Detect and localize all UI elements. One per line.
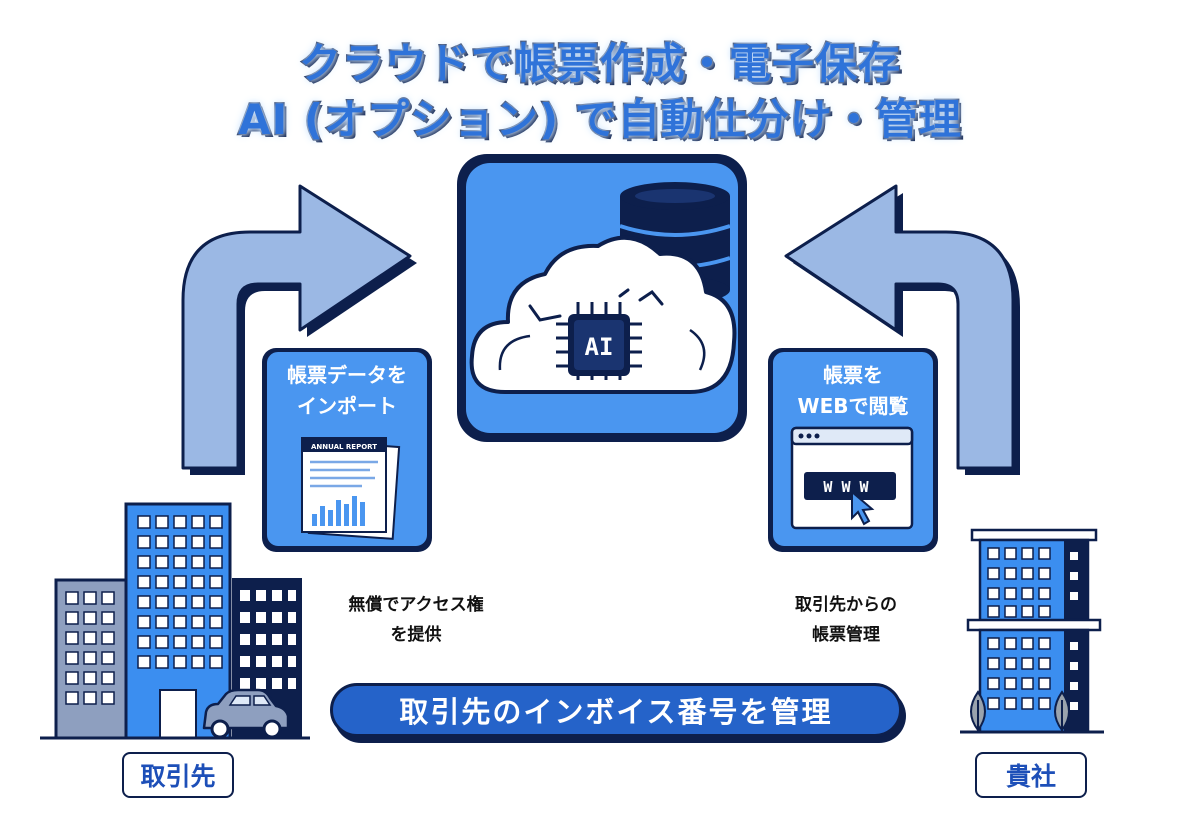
document-management-caption-line-2: 帳票管理 [812,625,880,645]
document-management-caption: 取引先からの 帳票管理 [736,590,956,650]
client-tag: 取引先 [122,752,234,798]
browser-url-text: W W W [823,478,869,496]
title-line-1: クラウドで帳票作成・電子保存 [298,38,902,90]
company-tag: 貴社 [975,752,1087,798]
car-icon [202,688,290,739]
ai-chip-label: AI [585,333,614,361]
invoice-number-banner: 取引先のインボイス番号を管理 [330,683,902,737]
ai-chip-icon [556,302,642,380]
import-panel [262,348,432,552]
free-access-caption-line-1: 無償でアクセス権 [348,595,484,615]
right-arrow-icon [784,184,1020,475]
left-arrow-icon [181,184,417,475]
import-panel-line-2: インポート [297,394,397,418]
report-document-label: ANNUAL REPORT [311,443,377,451]
cursor-icon [851,489,875,526]
web-view-panel-title: 帳票を WEBで閲覧 [772,360,934,422]
company-building-icon [960,528,1104,734]
title-line-2: AI (オプション) で自動仕分け・管理 [237,94,962,146]
tree-icon [970,690,1070,732]
web-view-panel [768,348,938,552]
browser-window-icon [790,426,914,530]
free-access-caption: 無償でアクセス権 を提供 [306,590,526,650]
web-view-panel-line-2: WEBで閲覧 [797,394,909,418]
free-access-caption-line-2: を提供 [390,625,442,645]
cloud-ai-panel [457,154,747,442]
web-view-panel-line-1: 帳票を [823,363,883,387]
report-document-icon [301,437,401,540]
import-panel-line-1: 帳票データを [287,363,407,387]
import-panel-title: 帳票データを インポート [266,360,428,422]
document-management-caption-line-1: 取引先からの [795,595,897,615]
